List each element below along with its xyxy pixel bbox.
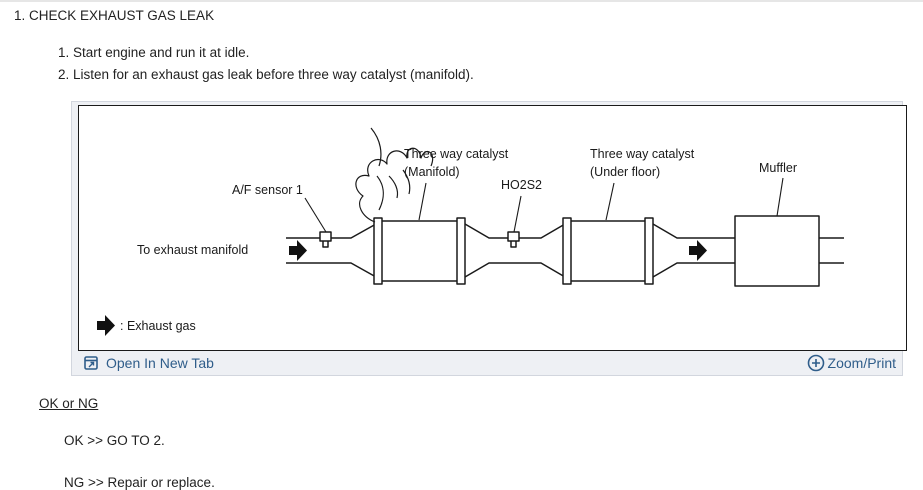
open-in-new-tab-icon — [84, 356, 98, 370]
substep-list: 1. Start engine and run it at idle. 2. L… — [58, 42, 474, 86]
label-ho2s2: HO2S2 — [501, 178, 542, 192]
exhaust-system-diagram[interactable]: Three way catalyst (Manifold) Three way … — [78, 105, 907, 351]
label-af-sensor: A/F sensor 1 — [232, 183, 303, 197]
smoke-wisp — [388, 169, 411, 199]
diagram-svg: Three way catalyst (Manifold) Three way … — [97, 127, 844, 336]
figure-container: Three way catalyst (Manifold) Three way … — [71, 101, 907, 376]
leader-line — [513, 195, 522, 233]
ok-ng-heading: OK or NG — [39, 396, 99, 411]
substep-item: 2. Listen for an exhaust gas leak before… — [58, 67, 474, 82]
pipe-rear-top — [652, 223, 735, 239]
label-twc-manifold-sub: (Manifold) — [404, 165, 460, 179]
flange — [562, 217, 572, 285]
ng-result: NG >> Repair or replace. — [64, 475, 215, 490]
label-twc-underfloor: Three way catalyst — [590, 147, 695, 161]
label-twc-underfloor-sub: (Under floor) — [590, 165, 660, 179]
top-divider — [0, 0, 923, 2]
smoke-plume — [355, 127, 434, 223]
figure-toolbar: Open In New Tab Zoom/Print — [72, 352, 902, 376]
step-title: 1. CHECK EXHAUST GAS LEAK — [14, 8, 215, 23]
flange — [373, 217, 383, 285]
exhaust-flow-arrow-icon — [689, 240, 707, 261]
label-to-exhaust-manifold: To exhaust manifold — [137, 243, 248, 257]
pipe-rear-bottom — [652, 262, 735, 278]
af-sensor-stem — [322, 241, 329, 248]
zoom-print-label: Zoom/Print — [827, 355, 896, 371]
legend-exhaust-gas: : Exhaust gas — [120, 319, 196, 333]
substep-item: 1. Start engine and run it at idle. — [58, 45, 250, 60]
pipe-inlet-bottom — [286, 262, 377, 278]
ok-result: OK >> GO TO 2. — [64, 433, 165, 448]
pipe-tail — [819, 237, 844, 264]
af-sensor-body — [319, 231, 332, 242]
open-in-new-tab-label: Open In New Tab — [106, 355, 214, 371]
leader-line — [304, 197, 327, 233]
leader-line — [605, 182, 615, 221]
flange — [456, 217, 466, 285]
exhaust-flow-arrow-icon — [97, 315, 115, 336]
exhaust-flow-arrow-icon — [289, 240, 307, 261]
pipe-inlet-top — [286, 223, 377, 239]
muffler — [734, 215, 820, 287]
ho2s2-stem — [510, 241, 517, 248]
leader-line — [776, 177, 784, 217]
flange — [644, 217, 654, 285]
leader-line — [418, 182, 427, 221]
pipe-mid-bottom — [464, 262, 566, 278]
zoom-plus-icon — [807, 354, 824, 372]
open-in-new-tab-button[interactable]: Open In New Tab — [84, 355, 214, 371]
zoom-print-button[interactable]: Zoom/Print — [807, 354, 896, 372]
catalyst-underfloor — [571, 220, 645, 282]
label-muffler: Muffler — [759, 161, 797, 175]
label-twc-manifold: Three way catalyst — [404, 147, 509, 161]
catalyst-manifold — [382, 220, 457, 282]
ho2s2-body — [507, 231, 520, 242]
